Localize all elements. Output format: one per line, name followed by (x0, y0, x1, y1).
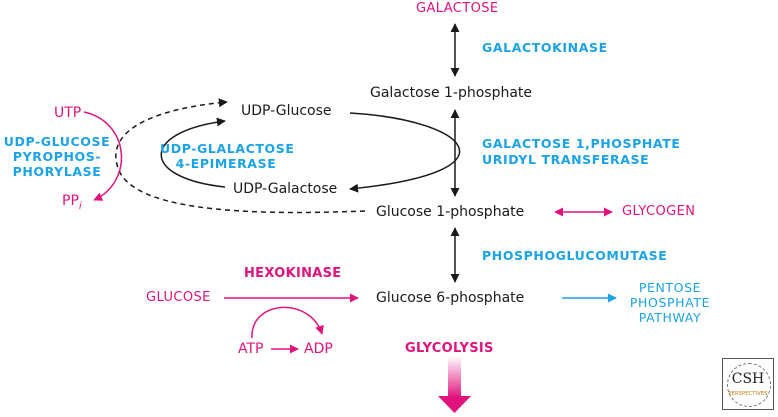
phosphoglucomutase-label: PHOSPHOGLUCOMUTASE (482, 248, 668, 263)
pyrophosphorylase-label: UDP-GLUCOSE PYROPHOS- PHORYLASE (0, 134, 114, 179)
pp-text: PP (62, 193, 79, 209)
epimerase-label: UDP-GLALACTOSE 4-EPIMERASE (160, 141, 295, 171)
pentose-line-1: PENTOSE (638, 280, 702, 295)
galactose-1-phosphate-label: Galactose 1-phosphate (370, 85, 533, 101)
glucose-label: GLUCOSE (146, 290, 211, 305)
udp-glucose-label: UDP-Glucose (241, 103, 332, 119)
glucose-1-phosphate-label: Glucose 1-phosphate (376, 204, 525, 220)
glucose-6-phosphate-label: Glucose 6-phosphate (376, 290, 525, 306)
pp-subscript: i (78, 200, 82, 212)
glycolysis-arrow (438, 356, 471, 413)
pyrophosphorylase-line-1: UDP-GLUCOSE (3, 134, 111, 149)
ppi-label: PPi (62, 194, 82, 212)
transferase-loop-arrow (349, 112, 461, 193)
epimerase-line-1: UDP-GLALACTOSE (160, 141, 295, 156)
logo-sub-text: PERSPECTIVES (728, 391, 768, 397)
hexokinase-label: HEXOKINASE (244, 266, 342, 281)
glycolysis-label: GLYCOLYSIS (405, 341, 494, 356)
pentose-line-3: PATHWAY (638, 310, 702, 325)
csh-perspectives-logo: CSH PERSPECTIVES (722, 358, 774, 410)
transferase-line-2: URIDYL TRANSFERASE (482, 152, 650, 168)
epimerase-loop-arrow (160, 117, 226, 188)
transferase-label: GALACTOSE 1,PHOSPHATE URIDYL TRANSFERASE (482, 136, 680, 169)
glycogen-label: GLYCOGEN (622, 204, 696, 219)
utp-label: UTP (54, 105, 82, 121)
logo-main-text: CSH (731, 371, 765, 387)
pyrophosphorylase-line-3: PHORYLASE (12, 164, 102, 179)
atp-label: ATP (238, 341, 264, 357)
pyrophosphorylase-line-2: PYROPHOS- (12, 149, 102, 164)
adp-label: ADP (304, 341, 333, 357)
logo-emblem (727, 363, 771, 407)
atp-adp-curve-arrow (251, 306, 324, 339)
transferase-line-1: GALACTOSE 1,PHOSPHATE (482, 136, 681, 151)
pentose-phosphate-pathway-label: PENTOSE PHOSPHATE PATHWAY (620, 280, 720, 325)
udp-galactose-label: UDP-Galactose (233, 181, 338, 197)
utp-ppi-arrow (83, 111, 123, 201)
galactose-label: GALACTOSE (416, 1, 499, 16)
epimerase-line-2: 4-EPIMERASE (175, 156, 277, 171)
galactokinase-label: GALACTOKINASE (482, 40, 608, 55)
pentose-line-2: PHOSPHATE (629, 295, 711, 310)
